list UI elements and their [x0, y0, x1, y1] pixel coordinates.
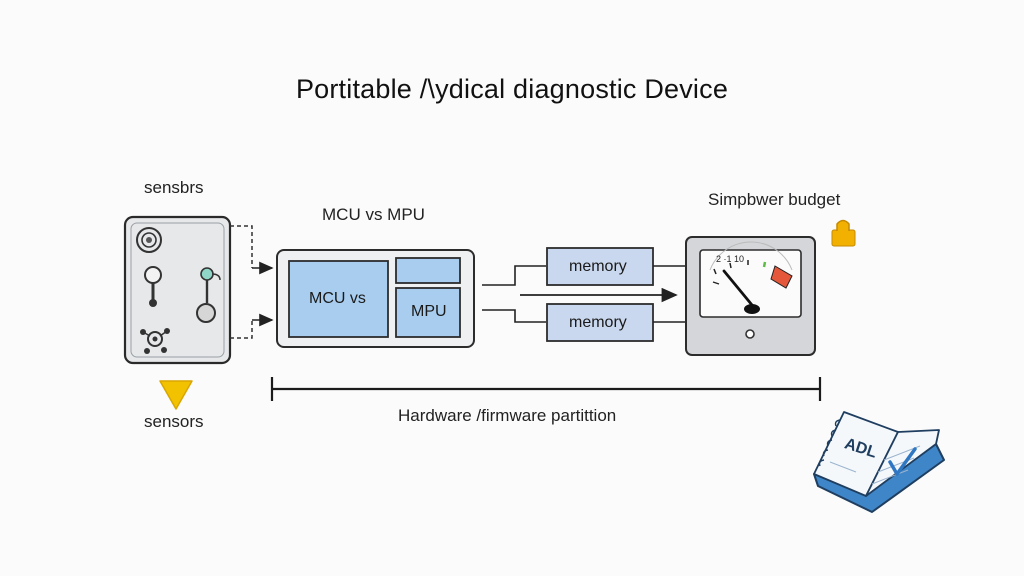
warning-triangle-icon: [159, 380, 193, 410]
memory-to-gauge-connector: [653, 265, 686, 323]
sensors-top-label: sensbrs: [144, 178, 204, 197]
gauge-tick-labels: 2 ·1 10: [716, 254, 745, 264]
mpu-block-label: MPU: [411, 303, 447, 320]
power-budget-label: Simpbwer budget: [708, 190, 841, 209]
mcu-block: [288, 260, 389, 338]
memory-top-label: memory: [569, 258, 627, 275]
power-gauge: [685, 236, 816, 356]
sensor-to-processor-arrow: [252, 261, 274, 327]
peripheral-block: [395, 257, 461, 284]
mpu-block: [395, 287, 461, 338]
mcu-block-label: MCU vs: [309, 290, 366, 307]
memory-box-top: [546, 247, 654, 286]
pressure-sensor-icon: [136, 227, 162, 253]
sensor-panel: [123, 215, 232, 365]
molecule-sensor-icon: [140, 328, 170, 354]
sensor-to-processor-connector: [230, 225, 253, 339]
processor-memory-connector: [482, 265, 546, 323]
memory-bottom-label: memory: [569, 314, 627, 331]
temperature-probe-icon: [196, 267, 221, 323]
notebook-icon: [813, 411, 945, 513]
sensors-bottom-label: sensors: [144, 412, 204, 431]
partition-label: Hardware /firmware partittion: [398, 406, 617, 425]
processor-heading: MCU vs MPU: [322, 205, 425, 224]
probe-sensor-icon: [144, 266, 162, 307]
partition-bar: [270, 377, 822, 401]
lock-icon: [831, 219, 856, 247]
diagram-title: Portitable /\ydical diagnostic Device: [295, 74, 729, 104]
